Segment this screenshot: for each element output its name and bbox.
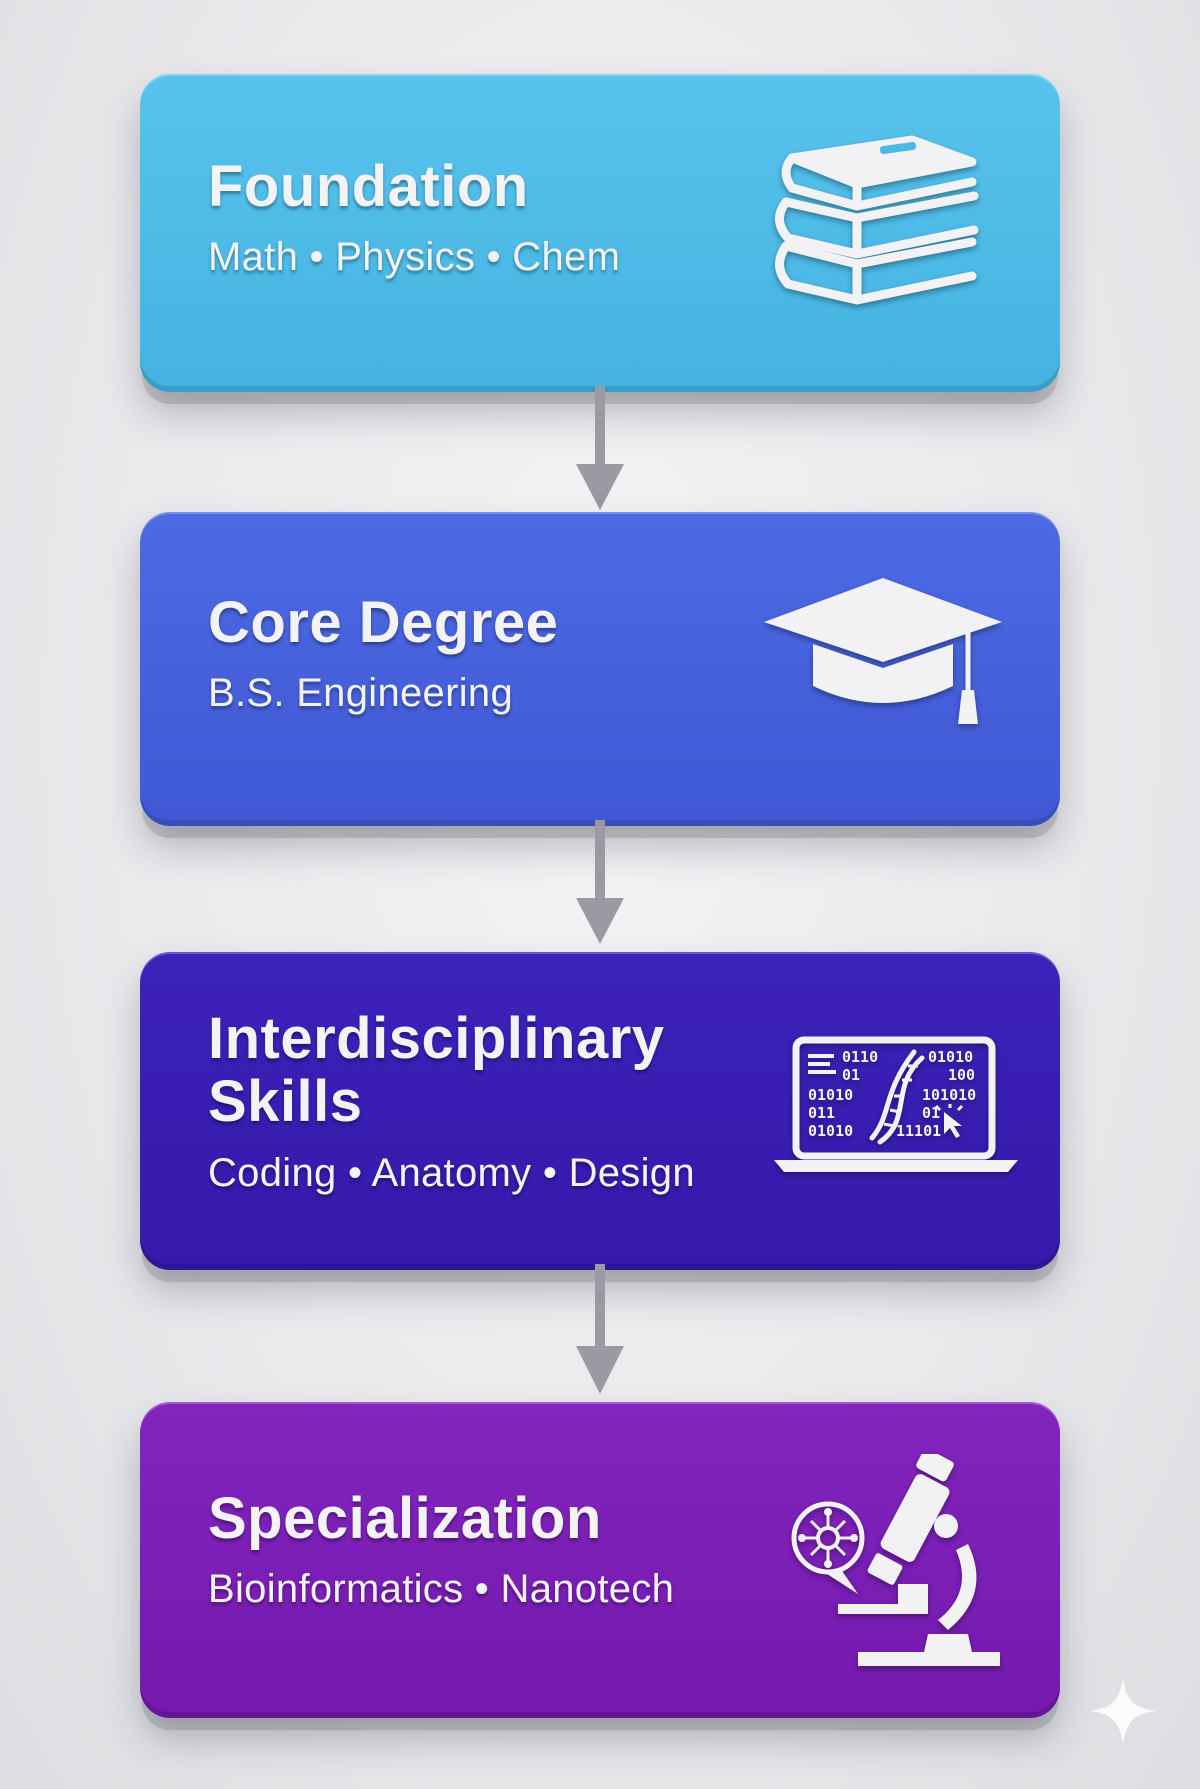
step-title: Core Degree — [208, 590, 559, 655]
laptop-dna-binary-icon: 0110 01010 01 100 01010 101010 011 01 01… — [772, 1034, 1020, 1178]
binary-text: 0110 — [842, 1048, 878, 1066]
step-title-line-1: Interdisciplinary — [208, 1006, 665, 1071]
binary-text: 01010 — [808, 1086, 853, 1104]
step-subtitle: Coding • Anatomy • Design — [208, 1151, 695, 1196]
arrow-down-icon — [574, 1264, 626, 1400]
step-title: Interdisciplinary Skills — [208, 1006, 695, 1134]
step-title: Specialization — [208, 1486, 602, 1551]
arrow-down-icon — [574, 386, 626, 516]
binary-text: 101010 — [922, 1086, 976, 1104]
step-card-core-degree: Core Degree B.S. Engineering — [140, 512, 1060, 826]
binary-text: 01010 — [808, 1122, 853, 1140]
step-text-specialization: Specialization Bioinformatics • Nanotech — [208, 1486, 675, 1612]
step-subtitle: B.S. Engineering — [208, 670, 513, 715]
step-text-interdisciplinary: Interdisciplinary Skills Coding • Anatom… — [208, 1006, 695, 1196]
step-card-foundation: Foundation Math • Physics • Chem — [140, 74, 1060, 392]
binary-text: 11101 — [896, 1122, 941, 1140]
binary-text: 011 — [808, 1104, 835, 1122]
graduation-cap-icon — [758, 574, 1008, 734]
step-subtitle: Math • Physics • Chem — [208, 234, 621, 279]
step-title: Foundation — [208, 154, 529, 219]
step-subtitle: Bioinformatics • Nanotech — [208, 1566, 675, 1611]
step-card-specialization: Specialization Bioinformatics • Nanotech — [140, 1402, 1060, 1718]
binary-text: 01 — [842, 1066, 860, 1084]
nanostructure-icon — [791, 1501, 865, 1594]
step-text-foundation: Foundation Math • Physics • Chem — [208, 154, 621, 280]
binary-text: 01010 — [928, 1048, 973, 1066]
step-title-line-2: Skills — [208, 1068, 363, 1134]
step-card-interdisciplinary-skills: Interdisciplinary Skills Coding • Anatom… — [140, 952, 1060, 1270]
step-text-core-degree: Core Degree B.S. Engineering — [208, 590, 559, 716]
books-stack-icon — [762, 128, 982, 308]
binary-text: 100 — [948, 1066, 975, 1084]
microscope-icon — [778, 1454, 1018, 1674]
sparkle-icon — [1088, 1676, 1158, 1751]
arrow-down-icon — [574, 820, 626, 950]
binary-text: 01 — [922, 1104, 940, 1122]
